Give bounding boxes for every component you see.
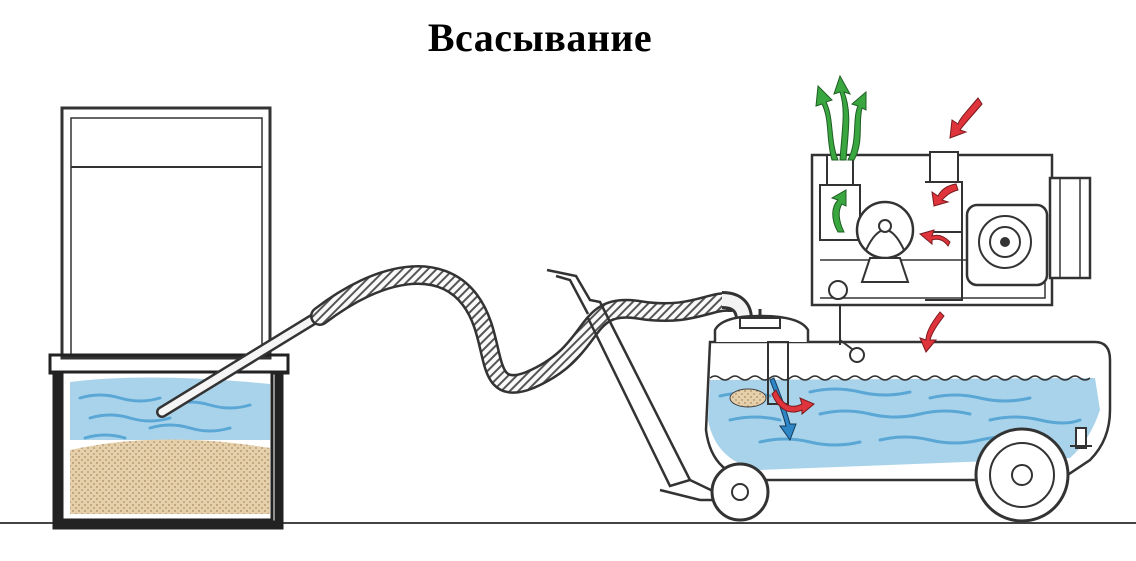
pump-housing [810,151,1092,307]
exhaust-arrow-icon [815,74,867,233]
diagram-title: Всасывание [427,15,653,60]
water-flow-arrow-icon [769,377,815,442]
pump-rotor-icon [855,200,915,283]
rear-wheel [710,462,770,522]
pit [48,353,290,530]
suction-hose [310,265,753,394]
air-in-arrow-icon [918,97,983,353]
storage-column [60,106,272,360]
motor-icon [965,203,1049,287]
front-wheel [974,427,1070,523]
suction-nozzle [156,308,328,418]
